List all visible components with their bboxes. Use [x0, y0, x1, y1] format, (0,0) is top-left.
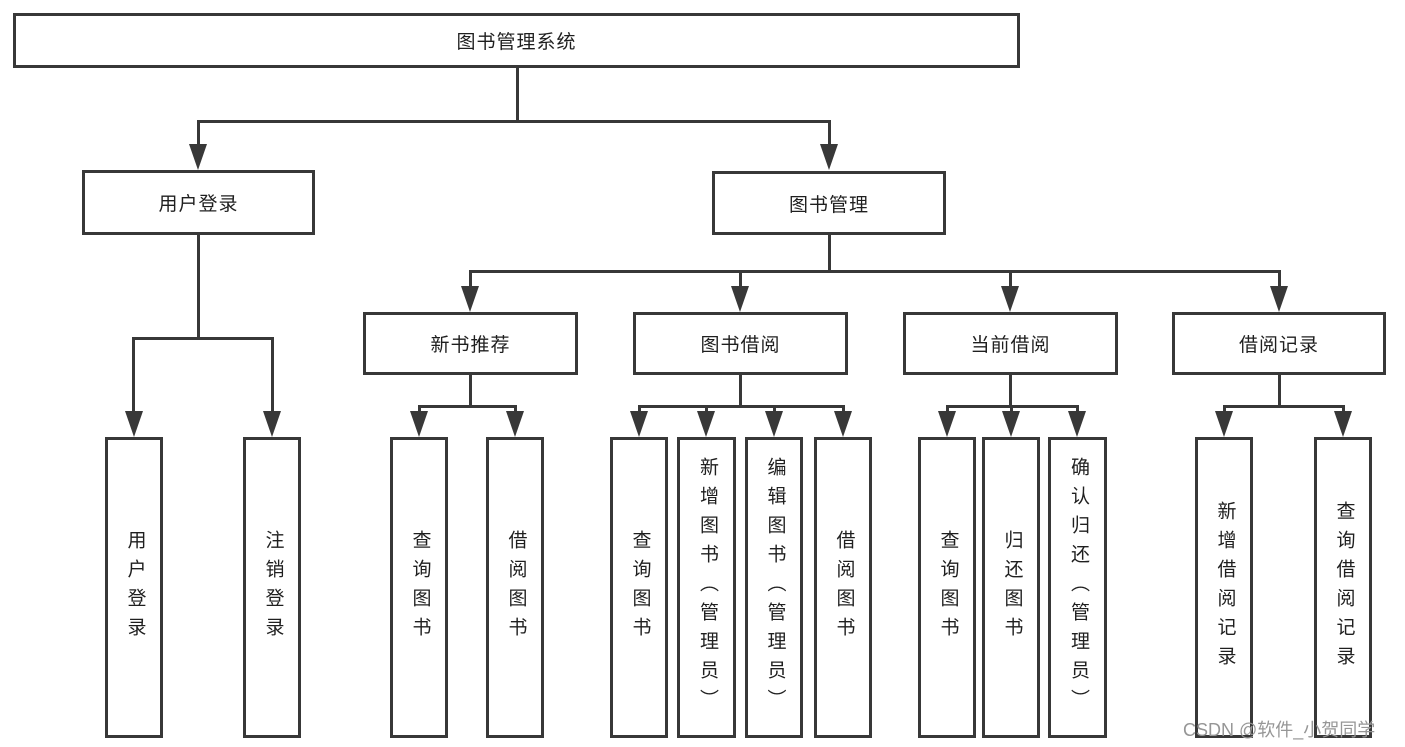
node-book-mgmt-label: 图书管理 [788, 194, 869, 216]
arrowhead-cb-return [1002, 411, 1020, 437]
arrowhead-bb-edit [765, 411, 783, 437]
arrowhead-book-mgmt [820, 144, 838, 170]
arrowhead-borrow-record [1270, 286, 1288, 312]
connector-root-stub [516, 68, 519, 123]
leaf-return-book-label: 归还图书 [1001, 529, 1023, 646]
leaf-borrow-query-book: 查询图书 [610, 437, 668, 738]
arrowhead-current-borrow [1001, 286, 1019, 312]
connector-borrow-record-stub [1278, 375, 1281, 408]
leaf-add-borrow-record-label: 新增借阅记录 [1214, 500, 1236, 675]
connector-rail-book-borrow [638, 405, 845, 408]
connector-drop-bb-query [638, 405, 641, 413]
node-new-book-rec: 新书推荐 [363, 312, 578, 375]
arrowhead-bb-query [630, 411, 648, 437]
leaf-user-login: 用户登录 [105, 437, 163, 738]
connector-drop-br-query [1342, 405, 1345, 413]
node-borrow-record: 借阅记录 [1172, 312, 1386, 375]
arrowhead-br-add [1215, 411, 1233, 437]
connector-book-mgmt-stub [828, 235, 831, 273]
node-current-borrow: 当前借阅 [903, 312, 1118, 375]
leaf-logout: 注销登录 [243, 437, 301, 738]
connector-drop-leaf-user-login [132, 337, 135, 413]
connector-drop-bb-edit [773, 405, 776, 413]
connector-drop-current-borrow [1009, 270, 1012, 288]
node-root: 图书管理系统 [13, 13, 1020, 68]
connector-drop-cb-query [946, 405, 949, 413]
connector-drop-bb-borrow [842, 405, 845, 413]
leaf-query-borrow-record-label: 查询借阅记录 [1333, 500, 1355, 675]
connector-drop-new-book-rec [469, 270, 472, 288]
connector-drop-rec-query [418, 405, 421, 413]
leaf-confirm-return-admin-label: 确认归还（管理员） [1067, 457, 1089, 718]
node-user-login-label: 用户登录 [158, 194, 239, 215]
arrowhead-bb-borrow [834, 411, 852, 437]
arrowhead-book-borrow [731, 286, 749, 312]
arrowhead-leaf-user-login [125, 411, 143, 437]
arrowhead-user-login [189, 144, 207, 170]
node-book-borrow: 图书借阅 [633, 312, 848, 375]
leaf-query-borrow-record: 查询借阅记录 [1314, 437, 1372, 738]
connector-rail-borrow-record [1223, 405, 1344, 408]
leaf-borrow-book: 借阅图书 [814, 437, 872, 738]
csdn-watermark: CSDN @软件_小贺同学 [1183, 720, 1376, 740]
connector-drop-cb-confirm [1076, 405, 1079, 413]
arrowhead-new-book-rec [461, 286, 479, 312]
arrowhead-rec-query [410, 411, 428, 437]
leaf-cur-query-book: 查询图书 [918, 437, 976, 738]
connector-new-book-rec-stub [469, 375, 472, 408]
connector-drop-rec-borrow [514, 405, 517, 413]
leaf-add-book-admin: 新增图书（管理员） [677, 437, 736, 738]
arrowhead-leaf-logout [263, 411, 281, 437]
node-new-book-rec-label: 新书推荐 [430, 335, 511, 356]
arrowhead-cb-query [938, 411, 956, 437]
leaf-edit-book-admin: 编辑图书（管理员） [745, 437, 803, 738]
connector-book-borrow-stub [739, 375, 742, 408]
connector-drop-book-mgmt [828, 120, 831, 146]
arrowhead-bb-add [697, 411, 715, 437]
connector-rail-new-book-rec [418, 405, 517, 408]
connector-drop-cb-return [1010, 405, 1013, 413]
leaf-borrow-query-book-label: 查询图书 [629, 529, 651, 646]
connector-rail-user-login [132, 337, 274, 340]
leaf-edit-book-admin-label: 编辑图书（管理员） [764, 457, 786, 718]
leaf-borrow-book-label: 借阅图书 [833, 529, 855, 646]
node-root-label: 图书管理系统 [456, 32, 577, 53]
node-current-borrow-label: 当前借阅 [970, 335, 1051, 356]
node-borrow-record-label: 借阅记录 [1238, 335, 1319, 356]
connector-drop-borrow-record [1278, 270, 1281, 288]
connector-user-login-stub [197, 235, 200, 340]
leaf-return-book: 归还图书 [982, 437, 1040, 738]
connector-drop-leaf-logout [271, 337, 274, 413]
connector-drop-br-add [1223, 405, 1226, 413]
arrowhead-br-query [1334, 411, 1352, 437]
leaf-user-login-label: 用户登录 [124, 529, 146, 646]
leaf-rec-query-book: 查询图书 [390, 437, 448, 738]
node-book-borrow-label: 图书借阅 [700, 335, 781, 356]
connector-drop-user-login [197, 120, 200, 146]
leaf-rec-query-book-label: 查询图书 [409, 529, 431, 646]
leaf-add-borrow-record: 新增借阅记录 [1195, 437, 1253, 738]
leaf-confirm-return-admin: 确认归还（管理员） [1048, 437, 1107, 738]
leaf-logout-label: 注销登录 [262, 529, 284, 646]
connector-rail-level3 [469, 270, 1281, 273]
leaf-rec-borrow-book-label: 借阅图书 [505, 529, 527, 646]
leaf-rec-borrow-book: 借阅图书 [486, 437, 544, 738]
node-book-mgmt: 图书管理 [712, 171, 946, 235]
leaf-add-book-admin-label: 新增图书（管理员） [696, 457, 718, 718]
node-user-login: 用户登录 [82, 170, 315, 235]
leaf-cur-query-book-label: 查询图书 [937, 529, 959, 646]
connector-rail-level2 [197, 120, 831, 123]
arrowhead-rec-borrow [506, 411, 524, 437]
connector-drop-book-borrow [739, 270, 742, 288]
arrowhead-cb-confirm [1068, 411, 1086, 437]
connector-drop-bb-add [705, 405, 708, 413]
connector-current-borrow-stub [1009, 375, 1012, 408]
